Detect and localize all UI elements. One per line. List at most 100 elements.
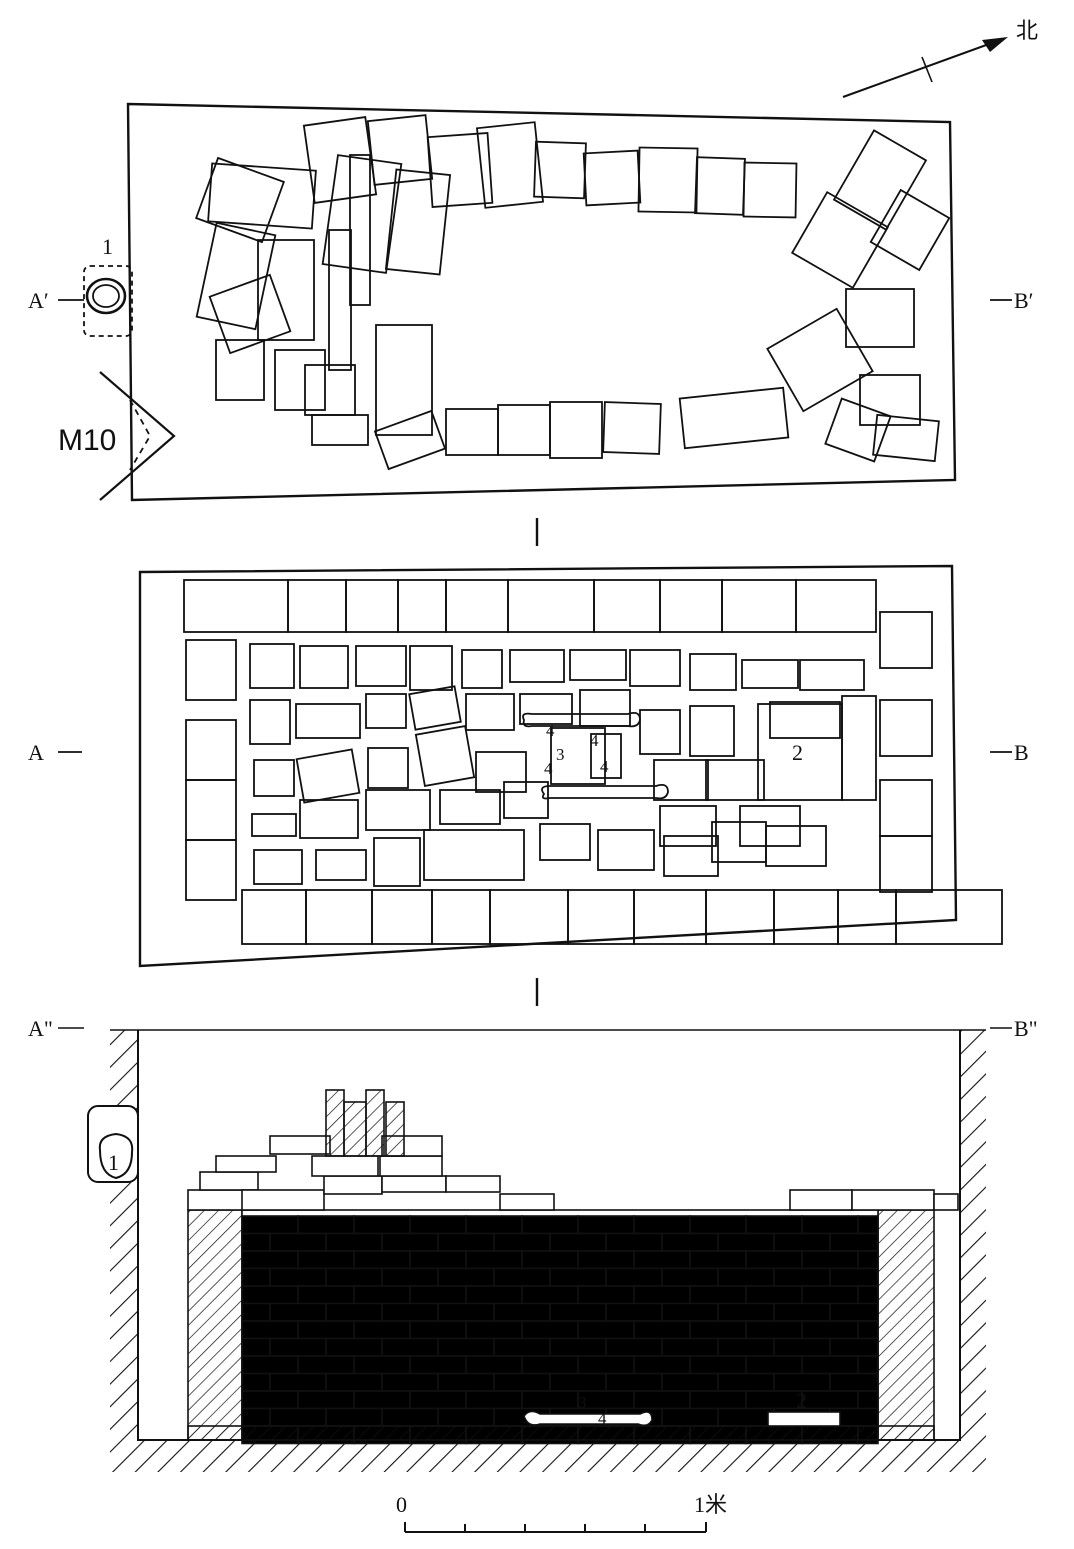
wall-brick-6-354	[353, 1320, 411, 1340]
wall-brick-7-662	[661, 1337, 719, 1357]
floor-paver-29	[299, 799, 359, 839]
wall-brick-11-326	[325, 1407, 383, 1427]
wall-brick-5-718	[717, 1302, 775, 1322]
floor-paver-21	[253, 759, 295, 797]
wall-brick-3-382	[381, 1267, 439, 1287]
floor-brick-west-1	[185, 719, 237, 781]
wall-brick-8-634	[633, 1355, 691, 1375]
wall-brick-10-354	[353, 1390, 411, 1410]
wall-brick-7-830	[829, 1337, 879, 1357]
floor-paver-9	[741, 659, 799, 689]
top-brick-north-3	[582, 149, 642, 207]
wall-brick-3-662	[661, 1267, 719, 1287]
wall-brick-10-522	[521, 1390, 579, 1410]
floor-brick-south-0	[241, 889, 307, 945]
wall-brick-4-466	[465, 1285, 523, 1305]
skull-area	[550, 727, 606, 785]
wall-brick-10-634	[633, 1390, 691, 1410]
wall-brick-0-746	[745, 1215, 803, 1235]
bone-upper	[522, 711, 641, 728]
floor-brick-north-7	[659, 579, 723, 633]
wall-brick-6-690	[689, 1320, 747, 1340]
wall-brick-6-858	[857, 1320, 879, 1340]
wall-brick-1-606	[605, 1232, 663, 1252]
top-brick-south-1	[497, 404, 551, 456]
floor-brick-south-7	[705, 889, 775, 945]
top-brick-west-5	[384, 168, 452, 276]
floor-paver-2	[355, 645, 407, 687]
top-brick-west-7	[208, 273, 292, 355]
item4-label-d: 4	[544, 759, 553, 778]
wall-brick-0-690	[689, 1215, 747, 1235]
wall-brick-6-242	[241, 1320, 299, 1340]
wall-brick-9-550	[549, 1372, 607, 1392]
floor-section	[187, 1425, 935, 1441]
wall-brick-2-522	[521, 1250, 579, 1270]
floor-brick-west-0	[185, 639, 237, 701]
top-brick-west-6	[195, 221, 277, 331]
floor-paver-33	[659, 805, 717, 847]
step-brick-3	[241, 1189, 325, 1211]
step-brick-7	[499, 1193, 555, 1211]
wall-brick-6-298	[297, 1320, 355, 1340]
wall-brick-5-326	[325, 1302, 383, 1322]
floor-paver-37	[373, 837, 421, 887]
wall-brick-8-242	[241, 1355, 299, 1375]
arrowhead-icon	[982, 37, 1008, 52]
top-brick-west-9	[215, 339, 265, 401]
wall-brick-9-214	[241, 1372, 271, 1392]
slab-2-edge	[841, 695, 877, 801]
scale-end-label: 1米	[694, 1492, 727, 1517]
wall-brick-5-494	[493, 1302, 551, 1322]
wall-brick-1-382	[381, 1232, 439, 1252]
wall-brick-4-522	[521, 1285, 579, 1305]
jar-outer-ring	[85, 277, 127, 315]
wall-brick-2-242	[241, 1250, 299, 1270]
wall-brick-10-802	[801, 1390, 859, 1410]
wall-brick-6-802	[801, 1320, 859, 1340]
floor-paver-28	[251, 813, 297, 837]
floor-paver-5	[509, 649, 565, 683]
top-brick-north-4	[637, 146, 699, 214]
floor-brick-east-0	[879, 611, 933, 669]
jar-number-section: 1	[108, 1150, 119, 1175]
wall-brick-6-522	[521, 1320, 579, 1340]
wall-brick-8-410	[409, 1355, 467, 1375]
wall-brick-1-326	[325, 1232, 383, 1252]
wall-brick-9-382	[381, 1372, 439, 1392]
floor-paver-12	[295, 703, 361, 739]
top-brick-west-11	[328, 229, 352, 371]
plan-floor	[58, 564, 1012, 968]
floor-paver-36	[315, 849, 367, 881]
step-brick-12	[311, 1155, 379, 1177]
jar-inner-ring	[92, 284, 120, 308]
top-brick-west-12	[349, 154, 371, 306]
scale-bar	[404, 1522, 707, 1533]
wall-brick-5-550	[549, 1302, 607, 1322]
top-brick-south-4	[678, 386, 790, 450]
wall-brick-11-438	[437, 1407, 495, 1427]
wall-brick-8-746	[745, 1355, 803, 1375]
floor-paver-0	[249, 643, 295, 689]
wall-brick-10-466	[465, 1390, 523, 1410]
step-brick-8	[789, 1189, 853, 1211]
floor-paver-25	[475, 751, 527, 793]
top-brick-east-1	[869, 188, 951, 272]
scale-start-label: 0	[396, 1492, 407, 1517]
floor-brick-north-1	[287, 579, 347, 633]
wall-brick-8-690	[689, 1355, 747, 1375]
wall-brick-3-718	[717, 1267, 775, 1287]
wall-brick-3-606	[605, 1267, 663, 1287]
top-brick-west-13	[304, 364, 356, 416]
wall-brick-7-550	[549, 1337, 607, 1357]
wall-brick-4-578	[577, 1285, 635, 1305]
wall-brick-5-774	[773, 1302, 831, 1322]
wall-brick-6-466	[465, 1320, 523, 1340]
top-brick-west-10	[274, 349, 326, 411]
floor-paver-17	[579, 689, 631, 727]
top-brick-north-5	[694, 156, 746, 216]
top-brick-east-2	[790, 190, 890, 290]
floor-paver-31	[439, 789, 501, 825]
step-brick-5	[381, 1175, 447, 1193]
floor-brick-north-2	[345, 579, 399, 633]
